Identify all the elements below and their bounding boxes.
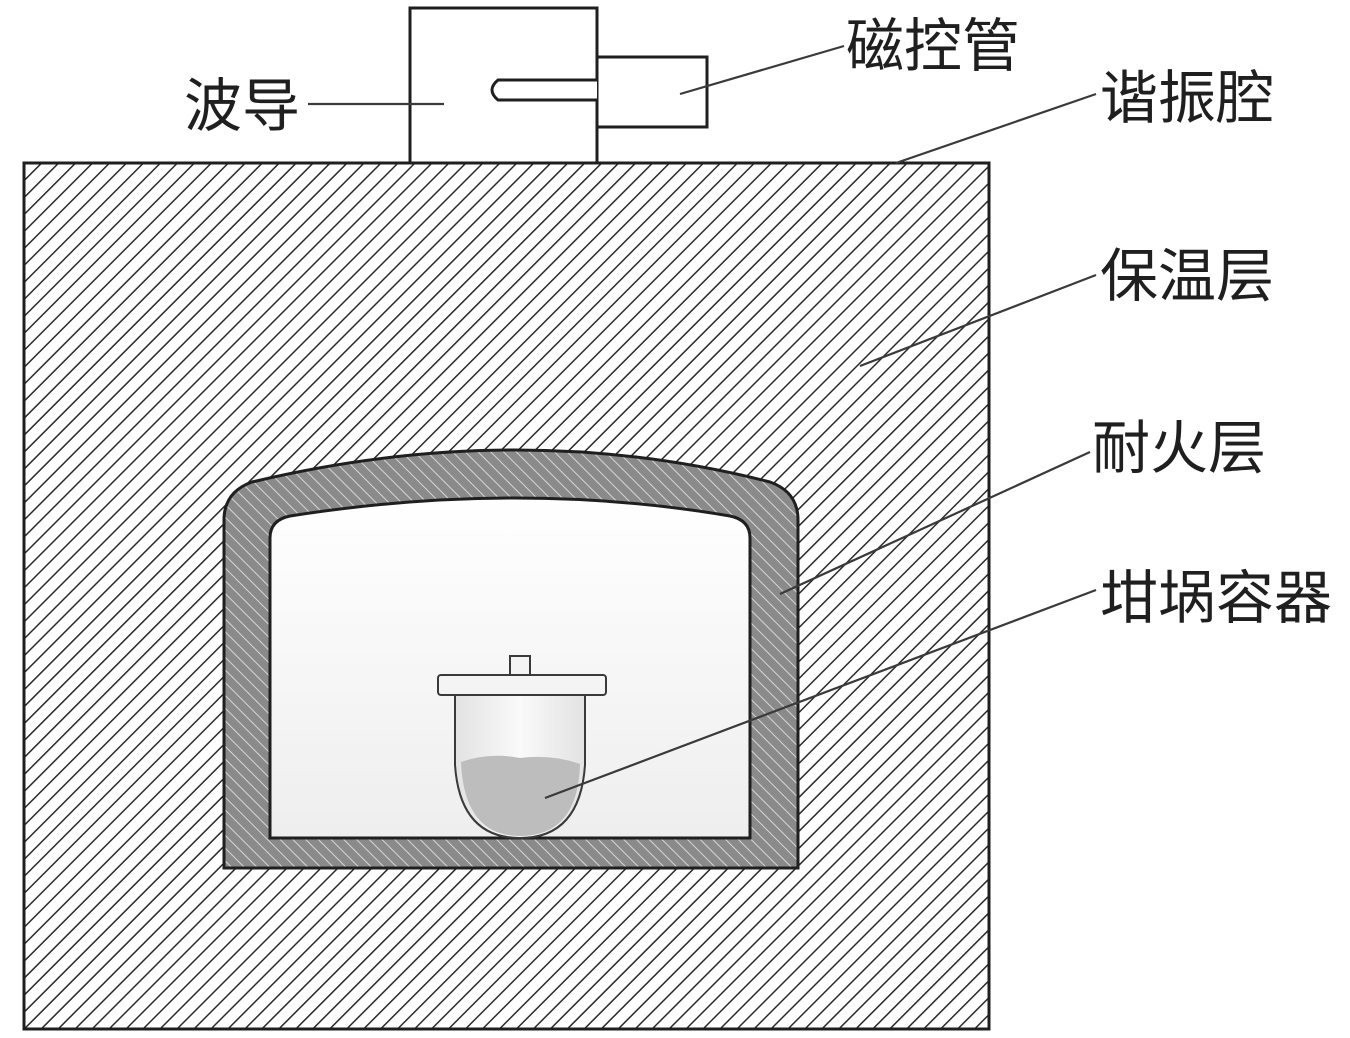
magnetron-antenna — [490, 78, 597, 102]
label-waveguide: 波导 — [184, 72, 300, 140]
leader-magnetron — [679, 44, 845, 96]
crucible-lid — [437, 674, 607, 696]
label-refractory-layer: 耐火层 — [1092, 414, 1266, 482]
crucible — [437, 655, 607, 840]
leader-insulation-layer — [859, 273, 1097, 368]
leader-refractory-layer — [779, 450, 1091, 596]
label-magnetron: 磁控管 — [846, 12, 1020, 80]
crucible-powder — [461, 755, 580, 836]
crucible-lid-knob — [509, 655, 531, 676]
leader-crucible — [544, 588, 1097, 800]
leader-resonant-cavity — [895, 92, 1097, 165]
label-crucible: 坩埚容器 — [1100, 564, 1332, 632]
label-resonant-cavity: 谐振腔 — [1100, 64, 1274, 132]
label-insulation-layer: 保温层 — [1100, 242, 1274, 310]
